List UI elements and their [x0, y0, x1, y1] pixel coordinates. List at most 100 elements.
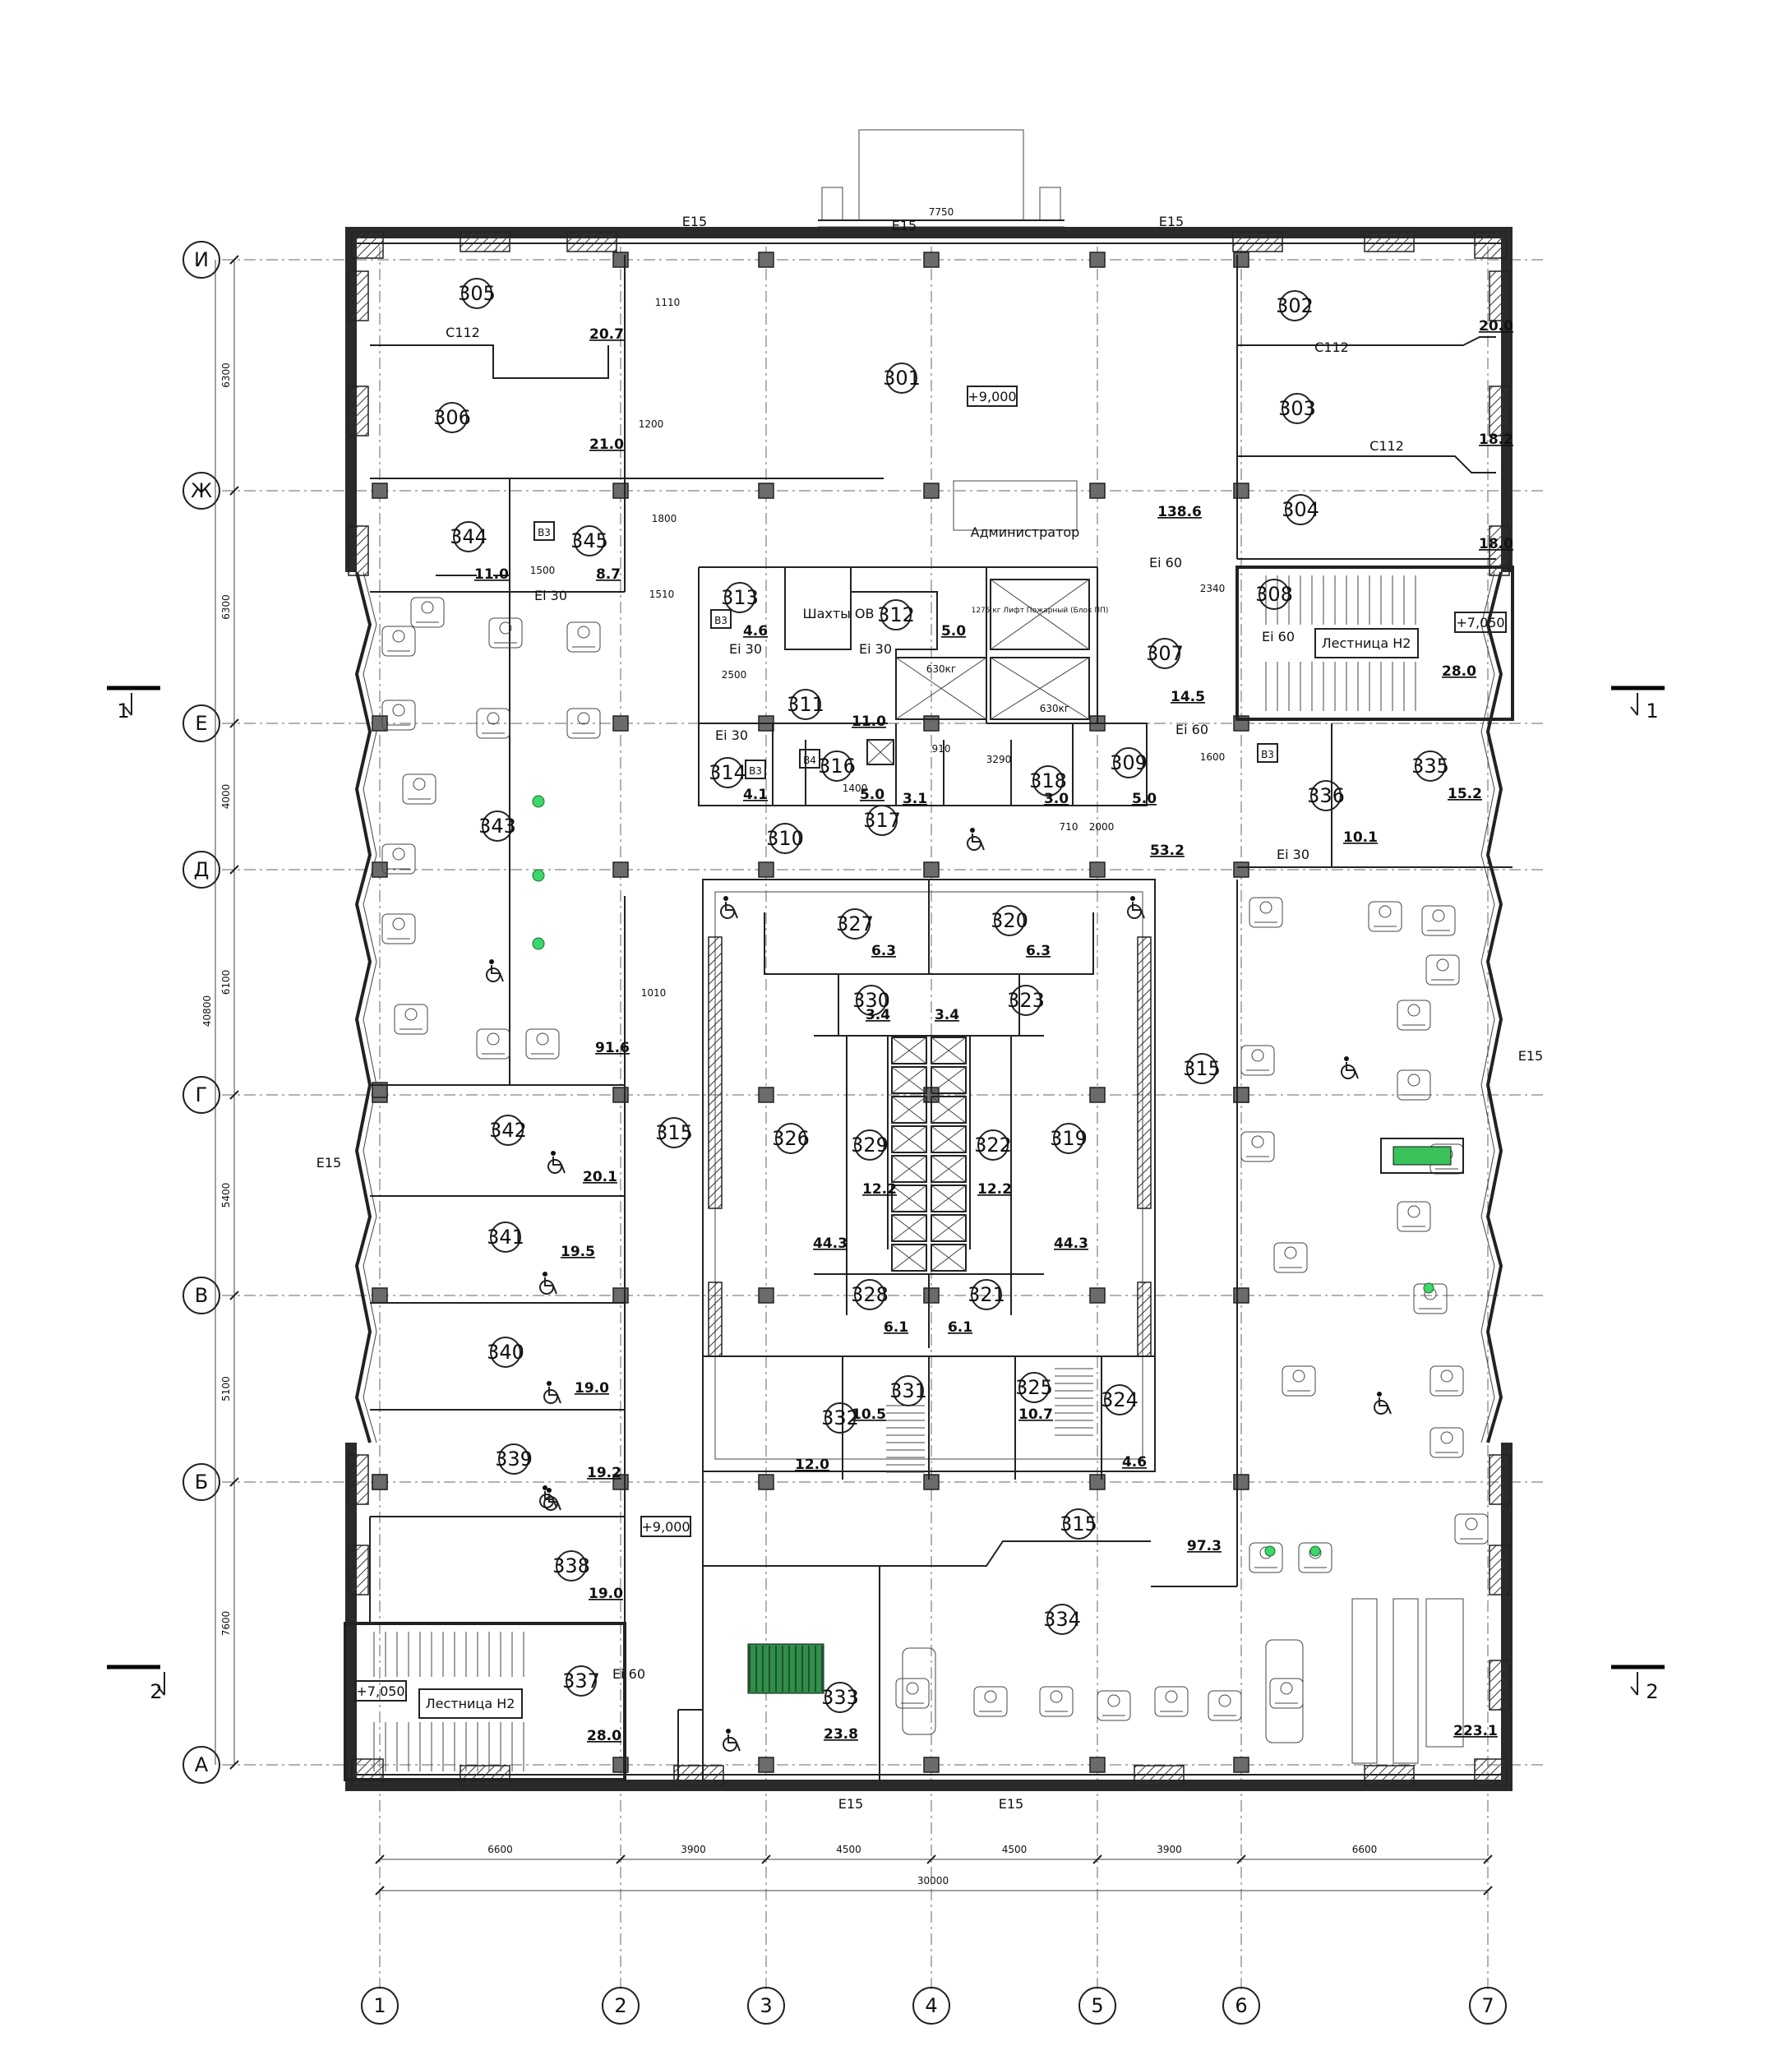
room-area: 6.1	[948, 1319, 972, 1336]
light-point	[1264, 1545, 1276, 1557]
room-number-bubble	[1018, 1372, 1050, 1403]
room-area: 19.2	[587, 1465, 621, 1481]
equipment-item	[381, 843, 416, 875]
axis-bubble-number	[912, 1987, 950, 2025]
admin-label: Администратор	[971, 524, 1080, 540]
room-area: 8.7	[596, 566, 621, 583]
wheelchair-body	[1379, 1397, 1392, 1415]
room-number-bubble	[712, 757, 743, 788]
room-area: 12.2	[862, 1181, 897, 1198]
e15-right: E15	[1518, 1048, 1543, 1064]
bench	[1425, 1598, 1464, 1748]
equipment-item	[566, 621, 601, 653]
room-area: 28.0	[1442, 663, 1476, 680]
e15-top-mid: E15	[892, 218, 917, 233]
room-number: 338	[552, 1554, 590, 1577]
c112-2: С112	[1314, 339, 1349, 355]
shaft-cell	[931, 1244, 967, 1272]
equipment-item	[381, 913, 416, 944]
room-number-bubble	[724, 582, 755, 613]
room-area: 97.3	[1187, 1538, 1222, 1554]
wheelchair-head	[970, 828, 975, 833]
wheelchair-icon	[539, 1272, 557, 1295]
room-number: 337	[562, 1669, 600, 1692]
equipment-seat	[1407, 1004, 1420, 1017]
room-number: 301	[883, 367, 921, 390]
equipment-item	[1454, 1513, 1489, 1545]
level-bottom: +9,000	[641, 1519, 690, 1535]
room-number: 320	[991, 909, 1028, 932]
equipment-seat	[1107, 1694, 1120, 1707]
axis-bubble-number	[747, 1987, 785, 2025]
dim-tick	[1092, 1854, 1102, 1864]
column	[372, 715, 388, 732]
equipment-body	[1429, 1427, 1464, 1458]
equipment-item	[1154, 1686, 1189, 1717]
room-number: 319	[1050, 1127, 1088, 1150]
shaft-cross	[931, 1185, 967, 1212]
axis-bubble-number	[1222, 1987, 1260, 2025]
section-marks: 1 1 2 2	[107, 686, 1665, 1703]
ei60-1: Ei 60	[1149, 555, 1182, 570]
vertical-dim: 6300	[220, 594, 232, 620]
equipment-item	[476, 708, 510, 739]
column	[1089, 1087, 1106, 1103]
shaft-cross	[931, 1244, 967, 1272]
room-number: 323	[1007, 989, 1045, 1012]
room-number: 328	[851, 1283, 889, 1306]
equipment-body	[381, 843, 416, 875]
column	[372, 483, 388, 499]
dim-tick	[926, 1854, 936, 1864]
room-number: 332	[821, 1406, 859, 1429]
equipment-item	[476, 1028, 510, 1060]
outer-walls	[345, 227, 1513, 1791]
column	[1089, 861, 1106, 878]
axis-bubble-letter	[182, 241, 220, 279]
column	[923, 483, 940, 499]
room-area: 11.0	[852, 713, 886, 730]
room-number-bubble	[574, 525, 605, 556]
shaft-cell	[931, 1125, 967, 1153]
machine	[902, 1647, 936, 1735]
axis-number: 1	[373, 1994, 386, 2017]
column	[758, 252, 774, 268]
room-number-bubble	[824, 1402, 856, 1434]
room-number: 342	[489, 1119, 527, 1142]
room-number: 340	[487, 1341, 524, 1364]
partitions	[344, 255, 1514, 1781]
room-number: 309	[1110, 751, 1148, 774]
axis-bubble-letter	[182, 472, 220, 510]
elevator-kg-1: 630кг	[926, 663, 956, 675]
misc-dim: 1010	[641, 987, 667, 999]
room-area: 11.0	[474, 566, 509, 583]
room-number-bubble	[1046, 1604, 1078, 1635]
equipment-seat	[1465, 1517, 1478, 1531]
shaft-cell	[891, 1066, 927, 1094]
bay-dim: 3900	[681, 1844, 706, 1855]
room-area: 138.6	[1157, 504, 1202, 520]
wheelchair-wheel	[486, 967, 501, 982]
shaft-cross	[891, 1244, 927, 1272]
wheelchair-head	[551, 1151, 556, 1156]
wheelchair-head	[547, 1488, 552, 1493]
room-number-bubble	[1032, 765, 1064, 797]
equipment-item	[1097, 1690, 1131, 1721]
room-area: 53.2	[1150, 843, 1185, 859]
equipment-item	[1429, 1427, 1464, 1458]
e15-bottom-right: E15	[999, 1796, 1023, 1812]
shaft-cross	[931, 1155, 967, 1183]
ei30-1: Ei 30	[534, 588, 567, 603]
elevator-note: 1275 кг Лифт Пожарный (Блок ПП)	[972, 607, 1109, 615]
bay-dim: 4500	[1002, 1844, 1028, 1855]
dim-tick	[229, 1760, 239, 1770]
wheelchair-wheel	[543, 1389, 558, 1404]
equipment-item	[410, 597, 445, 628]
wheelchair-wheel	[967, 836, 981, 851]
misc-dim: 2000	[1089, 821, 1115, 833]
equipment-body	[1249, 897, 1283, 928]
top-width-dim: 7750	[929, 206, 954, 218]
e15-top-left: E15	[682, 214, 707, 229]
room-number: 306	[433, 406, 471, 429]
shaft-cross	[891, 1155, 927, 1183]
